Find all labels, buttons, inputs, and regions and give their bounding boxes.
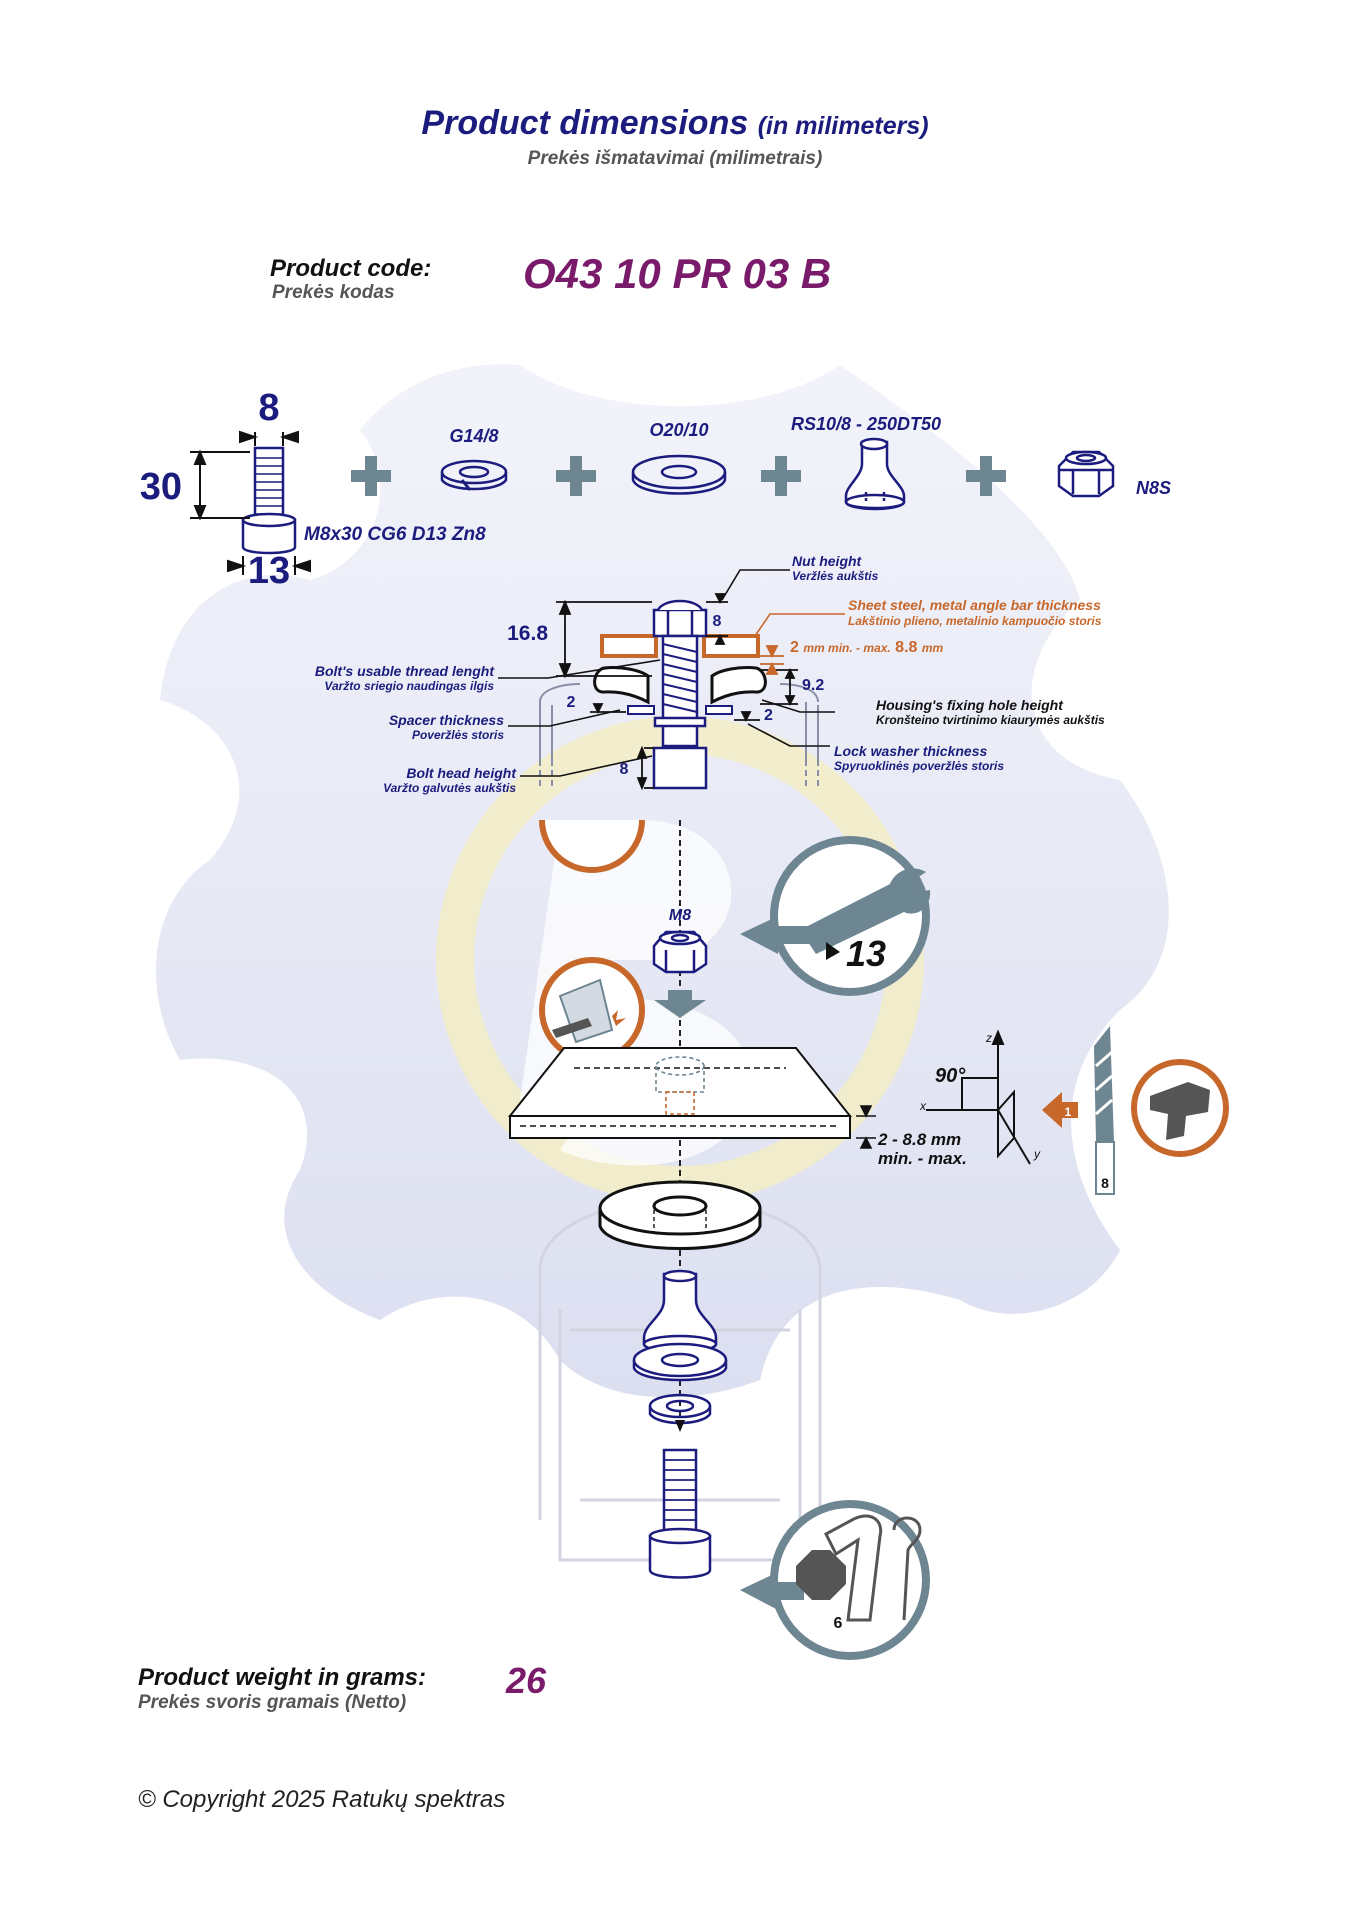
hex-key-badge: 6 bbox=[740, 1500, 930, 1660]
wrench-13-badge: 13 bbox=[740, 836, 931, 996]
lock-washer-thickness-value: 2 bbox=[764, 707, 773, 724]
housing-height-value: 9.2 bbox=[802, 677, 824, 694]
section-bolt bbox=[627, 634, 733, 790]
sheet-steel-label-lt: Lakštinio plieno, metalinio kampuočio st… bbox=[848, 614, 1102, 628]
axis-y-label: y bbox=[1033, 1147, 1041, 1161]
title-unit: (in milimeters) bbox=[757, 112, 929, 140]
nut-label: N8S bbox=[1136, 478, 1171, 498]
angle-label: 90° bbox=[935, 1065, 966, 1087]
assembly-spacer bbox=[642, 1269, 718, 1354]
assembly-nut-icon bbox=[652, 930, 708, 974]
page-subtitle: Prekės išmatavimai (milimetrais) bbox=[527, 148, 823, 169]
housing-hole-label: Housing's fixing hole height bbox=[876, 697, 1064, 713]
section-nut bbox=[652, 599, 708, 638]
drill-step-number: 1 bbox=[1065, 1105, 1072, 1119]
sheet-min-unit: mm min. - max. bbox=[803, 641, 890, 655]
assembly-small-washer bbox=[632, 1342, 728, 1382]
spacer-icon bbox=[844, 437, 906, 511]
weight-label-lt: Prekės svoris gramais (Netto) bbox=[138, 1692, 407, 1713]
nut-height-label-lt: Veržlės aukštis bbox=[792, 569, 879, 583]
assembly-bolt bbox=[648, 1448, 712, 1579]
parts-row: 8 30 13 M8x30 CG6 D13 Zn8 G14/8 O20/10 R… bbox=[140, 387, 1171, 592]
welding-badge bbox=[539, 820, 652, 1090]
washer-icon bbox=[631, 454, 727, 495]
sheet-thickness-range: 2 mm min. - max. 8.8 mm bbox=[790, 639, 944, 656]
assembly-nut-label: M8 bbox=[669, 907, 691, 924]
nut-height-value: 8 bbox=[713, 613, 722, 630]
product-code-label-lt: Prekės kodas bbox=[272, 282, 395, 303]
product-code-label: Product code: bbox=[270, 255, 432, 282]
spacer-thickness-label: Spacer thickness bbox=[389, 712, 504, 728]
drill-step-arrow bbox=[1042, 1092, 1078, 1128]
weight-label: Product weight in grams: bbox=[138, 1664, 427, 1691]
hex-key-size: 6 bbox=[834, 1615, 843, 1632]
drill-size: 8 bbox=[1101, 1175, 1109, 1191]
leader-lines bbox=[498, 569, 845, 777]
bolt-spec: M8x30 CG6 D13 Zn8 bbox=[304, 524, 486, 545]
housing-hole-label-lt: Kronšteino tvirtinimo kiaurymės aukštis bbox=[876, 713, 1105, 727]
bolt-length-value: 30 bbox=[140, 466, 182, 508]
arrow-left-icon bbox=[740, 1572, 804, 1610]
plate-range-sub: min. - max. bbox=[878, 1149, 967, 1168]
product-code-value: O43 10 PR 03 B bbox=[523, 250, 832, 297]
copyright: © Copyright 2025 Ratukų spektras bbox=[138, 1786, 506, 1813]
spacer-label: RS10/8 - 250DT50 bbox=[791, 414, 941, 434]
power-drill-icon bbox=[1150, 1082, 1210, 1140]
bolt-head-height-label-lt: Varžto galvutės aukštis bbox=[383, 781, 516, 795]
sheet-plate bbox=[507, 1047, 853, 1139]
spacer-thickness-value: 2 bbox=[567, 694, 576, 711]
thread-length-value: 16.8 bbox=[507, 622, 548, 645]
bolt-head-value: 13 bbox=[248, 550, 290, 592]
sheet-min-value: 2 bbox=[790, 639, 799, 656]
wrench-icon bbox=[800, 868, 931, 954]
thread-length-label: Bolt's usable thread lenght bbox=[315, 663, 495, 679]
assembly-washer bbox=[598, 1180, 762, 1250]
lock-washer-thickness-label-lt: Spyruoklinės poveržlės storis bbox=[834, 759, 1004, 773]
sheet-max-value: 8.8 bbox=[895, 639, 917, 656]
axis-z-label: z bbox=[985, 1031, 992, 1045]
lock-washer-icon bbox=[440, 459, 508, 491]
weight-value: 26 bbox=[506, 1660, 547, 1701]
assembly-diagram: 13 M8 2 - 8.8 mm min. - max. bbox=[507, 820, 1229, 1660]
washer-label: O20/10 bbox=[649, 420, 708, 440]
axis-x-label: x bbox=[919, 1099, 927, 1113]
plus-icons bbox=[351, 456, 1006, 496]
drill-badge bbox=[1131, 1059, 1229, 1157]
wrench-size: 13 bbox=[846, 933, 886, 974]
housing-bracket bbox=[539, 683, 819, 786]
bolt-head-height-label: Bolt head height bbox=[406, 765, 517, 781]
title-text: Product dimensions bbox=[421, 104, 749, 142]
arrow-down-icon bbox=[654, 990, 706, 1018]
bolt-diameter-value: 8 bbox=[258, 387, 279, 429]
sheet-steel-label: Sheet steel, metal angle bar thickness bbox=[848, 597, 1101, 613]
sheet-max-unit: mm bbox=[922, 641, 944, 655]
plate-range: 2 - 8.8 mm bbox=[877, 1130, 961, 1149]
drill-bit-icon bbox=[1094, 1026, 1115, 1195]
cross-section-diagram: 16.8 8 9.2 2 2 8 Nut height Veržlės aukš… bbox=[315, 553, 1105, 795]
bolt-icon bbox=[241, 446, 297, 555]
thread-length-label-lt: Varžto sriegio naudingas ilgis bbox=[324, 679, 494, 693]
hex-bolt-icon bbox=[796, 1550, 846, 1600]
nut-icon bbox=[1057, 450, 1115, 498]
lock-washer-label: G14/8 bbox=[449, 426, 498, 446]
bolt-head-height-value: 8 bbox=[620, 761, 629, 778]
lock-washer-thickness-label: Lock washer thickness bbox=[834, 743, 988, 759]
arrow-left-icon bbox=[740, 916, 818, 954]
axes-icon bbox=[926, 1029, 1031, 1165]
assembly-lock-washer bbox=[648, 1393, 712, 1425]
nut-height-label: Nut height bbox=[792, 553, 863, 569]
hex-key-icon bbox=[824, 1514, 883, 1622]
spacer-thickness-label-lt: Poveržlės storis bbox=[412, 728, 504, 742]
welding-torch-icon bbox=[552, 1018, 592, 1038]
dimension-lines bbox=[556, 593, 798, 791]
page-title: Product dimensions (in milimeters) bbox=[0, 104, 1350, 143]
